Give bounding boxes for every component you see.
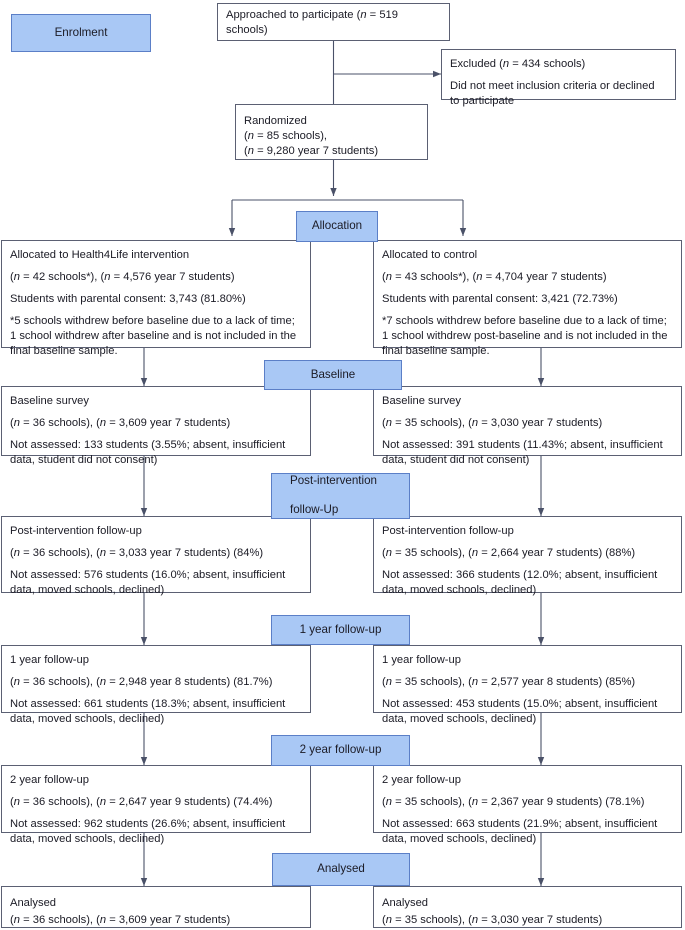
two-year-control-counts: (n = 35 schools), (n = 2,367 year 9 stud…: [382, 796, 645, 808]
baseline-control-counts: (n = 35 schools), (n = 3,030 year 7 stud…: [382, 417, 603, 429]
stage-label-post-intervention-line2: follow-Up: [290, 503, 339, 517]
two-year-intervention-not-assessed: Not assessed: 962 students (26.6%; absen…: [10, 818, 286, 845]
two-year-control-title: 2 year follow-up: [382, 774, 461, 786]
stage-label-enrolment: Enrolment: [11, 14, 151, 52]
box-one-year-control: 1 year follow-up (n = 35 schools), (n = …: [373, 645, 682, 725]
stage-label-post-intervention: Post-intervention follow-Up: [271, 473, 410, 519]
analysed-control-title: Analysed: [382, 897, 429, 909]
box-post-intervention-control: Post-intervention follow-up (n = 35 scho…: [373, 516, 682, 596]
allocated-intervention-counts: (n = 42 schools*), (n = 4,576 year 7 stu…: [10, 271, 235, 283]
box-post-intervention-intervention: Post-intervention follow-up (n = 36 scho…: [1, 516, 311, 596]
randomized-students: (n = 9,280 year 7 students): [244, 145, 379, 157]
allocated-control-consent: Students with parental consent: 3,421 (7…: [382, 293, 618, 305]
excluded-count: Excluded (n = 434 schools): [450, 58, 586, 70]
baseline-intervention-counts: (n = 36 schools), (n = 3,609 year 7 stud…: [10, 417, 231, 429]
baseline-intervention-not-assessed: Not assessed: 133 students (3.55%; absen…: [10, 439, 286, 466]
stage-label-post-intervention-line1: Post-intervention: [290, 473, 377, 487]
post-intervention-control-title: Post-intervention follow-up: [382, 525, 514, 537]
box-baseline-control: Baseline survey (n = 35 schools), (n = 3…: [373, 386, 682, 466]
box-two-year-control: 2 year follow-up (n = 35 schools), (n = …: [373, 765, 682, 845]
randomized-title: Randomized: [244, 115, 307, 127]
stage-label-analysed: Analysed: [272, 853, 410, 886]
one-year-control-not-assessed: Not assessed: 453 students (15.0%; absen…: [382, 698, 658, 725]
stage-label-two-year: 2 year follow-up: [271, 735, 410, 766]
post-intervention-intervention-title: Post-intervention follow-up: [10, 525, 142, 537]
one-year-control-title: 1 year follow-up: [382, 654, 461, 666]
allocated-control-footnote: *7 schools withdrew before baseline due …: [382, 315, 668, 357]
excluded-reason: Did not meet inclusion criteria or decli…: [450, 80, 655, 107]
stage-label-allocation-text: Allocation: [311, 219, 363, 233]
allocated-control-title: Allocated to control: [382, 249, 478, 261]
allocated-intervention-title: Allocated to Health4Life intervention: [10, 249, 190, 261]
analysed-control-counts: (n = 35 schools), (n = 3,030 year 7 stud…: [382, 914, 603, 926]
box-excluded: Excluded (n = 434 schools) Did not meet …: [441, 49, 676, 107]
one-year-intervention-title: 1 year follow-up: [10, 654, 89, 666]
two-year-control-not-assessed: Not assessed: 663 students (21.9%; absen…: [382, 818, 658, 845]
stage-label-allocation: Allocation: [296, 211, 378, 242]
analysed-intervention-title: Analysed: [10, 897, 57, 909]
box-one-year-intervention: 1 year follow-up (n = 36 schools), (n = …: [1, 645, 311, 725]
stage-label-one-year-text: 1 year follow-up: [299, 622, 382, 636]
post-intervention-intervention-counts: (n = 36 schools), (n = 3,033 year 7 stud…: [10, 547, 264, 559]
stage-label-two-year-text: 2 year follow-up: [299, 743, 382, 757]
baseline-control-title: Baseline survey: [382, 395, 461, 407]
one-year-control-counts: (n = 35 schools), (n = 2,577 year 8 stud…: [382, 676, 636, 688]
one-year-intervention-not-assessed: Not assessed: 661 students (18.3%; absen…: [10, 698, 286, 725]
baseline-control-not-assessed: Not assessed: 391 students (11.43%; abse…: [382, 439, 663, 466]
one-year-intervention-counts: (n = 36 schools), (n = 2,948 year 8 stud…: [10, 676, 273, 688]
box-allocated-intervention: Allocated to Health4Life intervention (n…: [1, 240, 311, 357]
allocated-intervention-footnote: *5 schools withdrew before baseline due …: [10, 315, 297, 357]
stage-label-enrolment-text: Enrolment: [54, 25, 108, 39]
post-intervention-intervention-not-assessed: Not assessed: 576 students (16.0%; absen…: [10, 569, 286, 596]
stage-label-one-year: 1 year follow-up: [271, 615, 410, 645]
stage-label-post-intervention-text: Post-intervention follow-Up: [290, 474, 377, 518]
allocated-control-counts: (n = 43 schools*), (n = 4,704 year 7 stu…: [382, 271, 607, 283]
box-analysed-control: Analysed (n = 35 schools), (n = 3,030 ye…: [373, 886, 682, 928]
box-allocated-control: Allocated to control (n = 43 schools*), …: [373, 240, 682, 357]
post-intervention-control-not-assessed: Not assessed: 366 students (12.0%; absen…: [382, 569, 658, 596]
box-two-year-intervention: 2 year follow-up (n = 36 schools), (n = …: [1, 765, 311, 845]
two-year-intervention-title: 2 year follow-up: [10, 774, 89, 786]
box-baseline-intervention: Baseline survey (n = 36 schools), (n = 3…: [1, 386, 311, 466]
stage-label-baseline-text: Baseline: [310, 367, 356, 381]
randomized-schools: (n = 85 schools),: [244, 130, 328, 142]
approached-text: Approached to participate (n = 519 schoo…: [226, 8, 398, 36]
post-intervention-control-counts: (n = 35 schools), (n = 2,664 year 7 stud…: [382, 547, 636, 559]
allocated-intervention-consent: Students with parental consent: 3,743 (8…: [10, 293, 246, 305]
box-analysed-intervention: Analysed (n = 36 schools), (n = 3,609 ye…: [1, 886, 311, 928]
two-year-intervention-counts: (n = 36 schools), (n = 2,647 year 9 stud…: [10, 796, 273, 808]
stage-label-analysed-text: Analysed: [317, 862, 365, 876]
baseline-intervention-title: Baseline survey: [10, 395, 89, 407]
analysed-intervention-counts: (n = 36 schools), (n = 3,609 year 7 stud…: [10, 914, 231, 926]
box-approached-to-participate: Approached to participate (n = 519 schoo…: [217, 3, 450, 41]
stage-label-baseline: Baseline: [264, 360, 402, 390]
box-randomized: Randomized (n = 85 schools), (n = 9,280 …: [235, 104, 428, 160]
